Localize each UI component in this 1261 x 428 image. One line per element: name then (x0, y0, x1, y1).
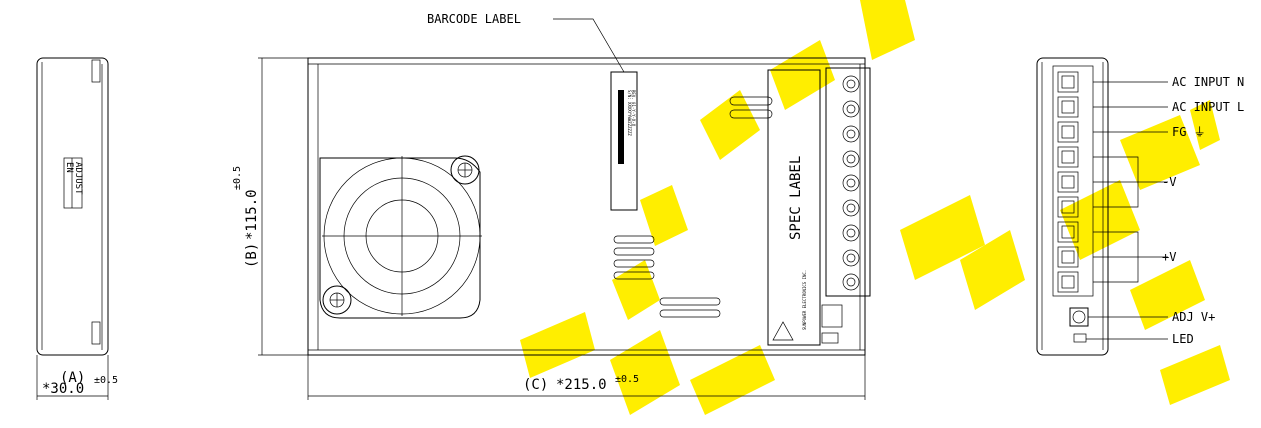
spec-label-box: SPEC LABEL SUNPOWER ELECTRONICS INC. (767, 69, 821, 346)
dim-a-name: (A) (60, 370, 85, 386)
side-view-left: ADJUST EN (A) *30.0 ±0.5 (36, 57, 118, 400)
dim-c-value: *215.0 (556, 377, 607, 393)
terminal-label-fg: FG ⏚ (1172, 125, 1206, 139)
watermark (520, 0, 1230, 415)
terminal-label-ac-n: AC INPUT N (1172, 75, 1244, 89)
terminal-label-ac-l: AC INPUT L (1172, 100, 1244, 114)
dim-a-tol: ±0.5 (94, 375, 118, 386)
dim-c-tol: ±0.5 (615, 374, 639, 385)
terminal-slots (1057, 71, 1079, 293)
barcode-small-text-1: S/N: XXXXYYWWZZZZZZ (627, 90, 632, 136)
spec-small-text: SUNPOWER ELECTRONICS INC. (802, 270, 807, 330)
barcode-label-callout: BARCODE LABEL (427, 12, 521, 26)
dim-a-value: *30.0 (42, 381, 84, 397)
terminal-label-pos-v: +V (1162, 250, 1176, 264)
terminal-label-adj: ADJ V+ (1172, 310, 1215, 324)
terminal-label-neg-v: -V (1162, 175, 1176, 189)
barcode-small-text-2: REV. 01-Y-Y-X-X (631, 90, 636, 127)
vent-slots (613, 96, 773, 318)
fan-grille (319, 155, 482, 319)
end-view-right: AC INPUT N AC INPUT L FG ⏚ -V +V ADJ V+ … (1036, 57, 1244, 356)
barcode-label-box: S/N: XXXXYYWWZZZZZZ REV. 01-Y-Y-X-X BARC… (427, 12, 638, 211)
dim-b-tol: ±0.5 (232, 166, 243, 190)
dim-b-value: *115.0 (244, 189, 260, 240)
main-view: S/N: XXXXYYWWZZZZZZ REV. 01-Y-Y-X-X BARC… (232, 12, 871, 400)
dim-b-name: (B) (244, 243, 260, 268)
side-label-2: EN (64, 162, 74, 173)
dim-c-name: (C) (523, 377, 548, 393)
spec-label: SPEC LABEL (788, 156, 804, 240)
terminal-block (821, 67, 871, 344)
terminal-label-led: LED (1172, 332, 1194, 346)
side-label: ADJUST (73, 162, 83, 195)
